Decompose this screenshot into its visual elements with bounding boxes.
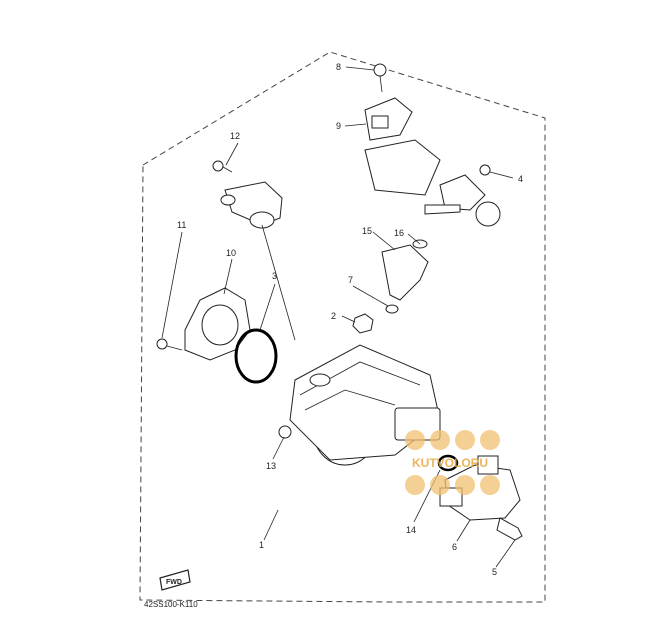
callout-11: 11	[177, 220, 186, 230]
callout-16: 16	[394, 228, 404, 238]
callout-6: 6	[452, 542, 457, 552]
seal	[385, 304, 399, 314]
fwd-badge: FWD	[159, 569, 191, 591]
watermark-logo: KUTVOLORU	[405, 430, 500, 495]
screw-5	[496, 517, 523, 541]
screw-8	[373, 63, 387, 93]
pressure-sensor	[364, 97, 441, 196]
screw-11	[156, 338, 183, 351]
callout-12: 12	[230, 131, 240, 141]
watermark-text: KUTVOLORU	[412, 456, 488, 470]
fwd-label: FWD	[166, 579, 182, 586]
screw-13	[278, 425, 292, 439]
diagram-code: 42SS100-K110	[144, 600, 198, 609]
idle-motor	[220, 181, 283, 229]
throttle-body	[289, 344, 441, 466]
callout-8: 8	[336, 62, 341, 72]
callout-7: 7	[348, 275, 353, 285]
nut	[352, 313, 374, 334]
callout-5: 5	[492, 567, 497, 577]
injector	[381, 239, 429, 301]
hose-fitting	[424, 174, 501, 227]
callout-2: 2	[331, 311, 336, 321]
screw-4	[479, 164, 491, 176]
callout-14: 14	[406, 525, 416, 535]
callout-10: 10	[226, 248, 236, 258]
gasket-hole	[201, 304, 239, 346]
callout-1: 1	[259, 540, 264, 550]
callout-9: 9	[336, 121, 341, 131]
small-o-ring	[437, 454, 459, 472]
assembly-boundary	[139, 51, 546, 603]
screw-12	[212, 160, 233, 173]
callout-13: 13	[266, 461, 276, 471]
callout-3: 3	[272, 271, 277, 281]
callout-4: 4	[518, 174, 523, 184]
callout-15: 15	[362, 226, 372, 236]
o-ring	[234, 328, 278, 384]
